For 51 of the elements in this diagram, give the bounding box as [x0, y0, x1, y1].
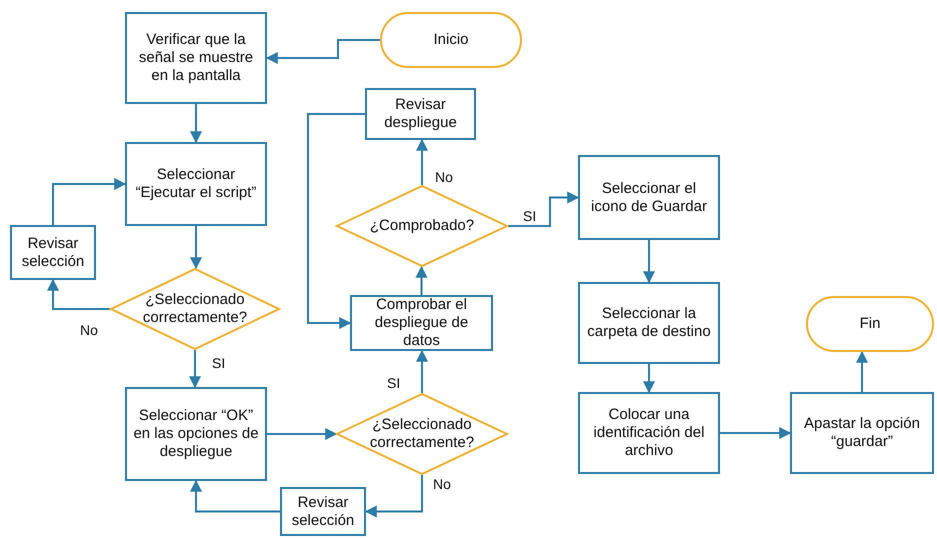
arrow: [307, 113, 365, 329]
arrow: [190, 480, 280, 512]
node-text: ¿Seleccionado correctamente?: [142, 291, 248, 327]
decision-diamond: [110, 268, 280, 350]
decision-diamond: [336, 185, 508, 267]
edge-label: No: [431, 476, 453, 492]
node-text: Seleccionar la carpeta de destino: [586, 305, 712, 341]
node-text: Revisar selección: [20, 234, 86, 270]
arrow: [643, 364, 655, 394]
arrow: [416, 266, 428, 295]
process-box: [280, 487, 366, 536]
arrow: [416, 350, 428, 393]
process-box: [350, 295, 493, 351]
node-text: Revisar despliegue: [383, 96, 458, 132]
arrow: [267, 428, 338, 440]
node-text: ¿Comprobado?: [368, 217, 476, 235]
node-text: Colocar una identificación del archivo: [592, 406, 706, 460]
node-text: Apastar la opción “guardar”: [803, 415, 921, 451]
node-text: Seleccionar el icono de Guardar: [590, 180, 708, 216]
node-text: Seleccionar “Ejecutar el script”: [134, 166, 258, 202]
node-text: Fin: [858, 315, 882, 333]
decision-diamond: [336, 393, 508, 475]
node-text: Comprobar el despliegue de datos: [374, 296, 470, 350]
node-text: Revisar selección: [290, 494, 356, 530]
arrow: [189, 350, 201, 388]
process-box: [10, 225, 96, 280]
node-text: Verificar que la señal se muestre en la pantalla: [138, 31, 254, 85]
process-box: [125, 142, 267, 226]
arrow: [190, 226, 202, 270]
arrow: [190, 104, 202, 144]
process-box: [790, 392, 934, 474]
node-text: ¿Seleccionado correctamente?: [368, 416, 476, 452]
process-box: [578, 392, 720, 474]
arrow: [720, 427, 792, 439]
arrow: [643, 240, 655, 284]
edge-label: No: [433, 169, 455, 185]
arrow: [416, 138, 428, 185]
process-box: [578, 282, 720, 364]
process-box: [125, 12, 267, 104]
arrow: [52, 178, 126, 225]
process-box: [365, 88, 476, 140]
arrow: [47, 278, 110, 310]
arrow: [508, 192, 580, 227]
edge-label: No: [78, 322, 100, 338]
process-box: [578, 155, 720, 240]
node-text: Seleccionar “OK” en las opciones de despliegue: [132, 407, 260, 461]
arrow: [856, 350, 868, 392]
process-box: [125, 387, 267, 481]
node-text: Inicio: [432, 31, 470, 49]
arrow: [266, 39, 380, 64]
arrow: [364, 475, 423, 518]
